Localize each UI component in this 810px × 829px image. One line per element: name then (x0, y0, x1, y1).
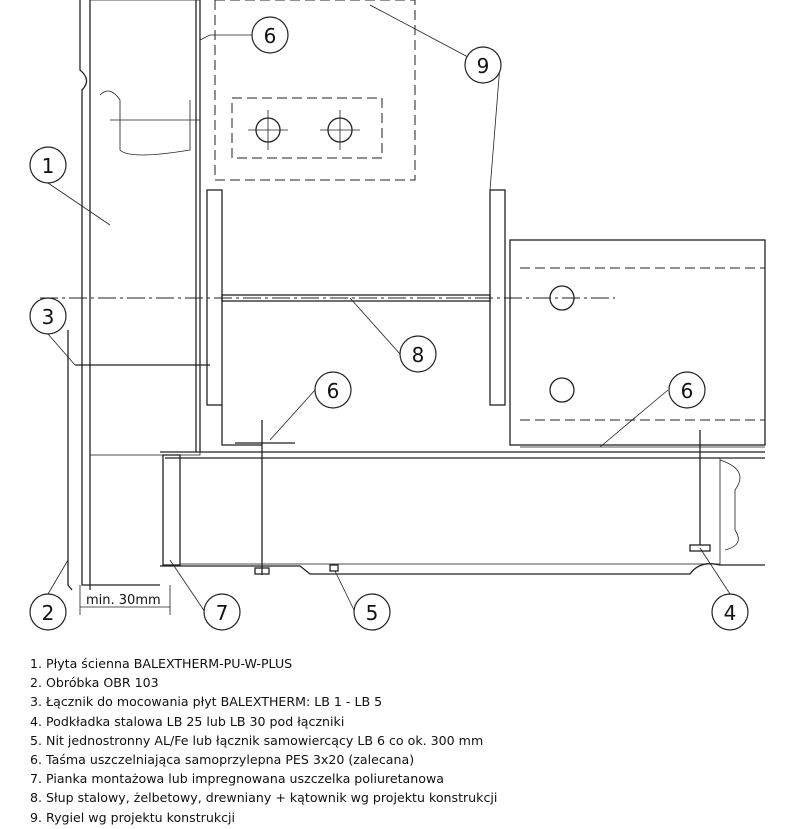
callout-8: 8 (399, 335, 437, 373)
legend-item: 9. Rygiel wg projektu konstrukcji (30, 809, 236, 825)
wall-panel (67, 0, 201, 591)
svg-text:1: 1 (42, 154, 55, 178)
leader-lines (47, 4, 731, 613)
svg-text:7: 7 (216, 601, 229, 625)
beam (214, 0, 416, 181)
callout-1: 1 (29, 146, 67, 184)
technical-drawing: min. 30mm 6 9 1 3 8 6 6 2 7 5 4 (29, 0, 766, 631)
legend-item: 7. Pianka montażowa lub impregnowana usz… (30, 771, 444, 787)
column (40, 189, 615, 446)
svg-text:5: 5 (366, 601, 379, 625)
callout-2: 2 (29, 593, 67, 631)
fasteners (75, 364, 711, 575)
callout-5: 5 (353, 593, 391, 631)
svg-text:2: 2 (42, 601, 55, 625)
callout-4: 4 (711, 593, 749, 631)
callout-6-top: 6 (251, 16, 289, 54)
callout-6-middle: 6 (314, 371, 352, 409)
legend-item: 3. Łącznik do mocowania płyt BALEXTHERM:… (30, 694, 383, 710)
legend-item: 6. Taśma uszczelniająca samoprzylepna PE… (30, 752, 415, 768)
callout-3: 3 (29, 297, 67, 335)
svg-text:6: 6 (327, 379, 340, 403)
callout-7: 7 (203, 593, 241, 631)
legend-item: 2. Obróbka OBR 103 (30, 675, 159, 691)
bottom-panel (160, 451, 765, 575)
svg-text:8: 8 (412, 343, 425, 367)
legend: 1. Płyta ścienna BALEXTHERM-PU-W-PLUS 2.… (30, 654, 497, 827)
legend-item: 5. Nit jednostronny AL/Fe lub łącznik sa… (30, 732, 484, 748)
svg-text:4: 4 (724, 601, 737, 625)
legend-item: 1. Płyta ścienna BALEXTHERM-PU-W-PLUS (30, 656, 293, 671)
legend-item: 8. Słup stalowy, żelbetowy, drewniany + … (30, 790, 498, 806)
legend-item: 4. Podkładka stalowa LB 25 lub LB 30 pod… (30, 713, 345, 729)
svg-text:6: 6 (264, 24, 277, 48)
dimension-label: min. 30mm (86, 593, 161, 608)
dimension-min-30mm: min. 30mm (79, 585, 171, 615)
callout-9: 9 (464, 46, 502, 84)
callout-6-right: 6 (668, 371, 706, 409)
svg-text:9: 9 (477, 54, 490, 78)
right-beam (509, 239, 766, 448)
svg-text:6: 6 (681, 379, 694, 403)
svg-text:3: 3 (42, 305, 55, 329)
